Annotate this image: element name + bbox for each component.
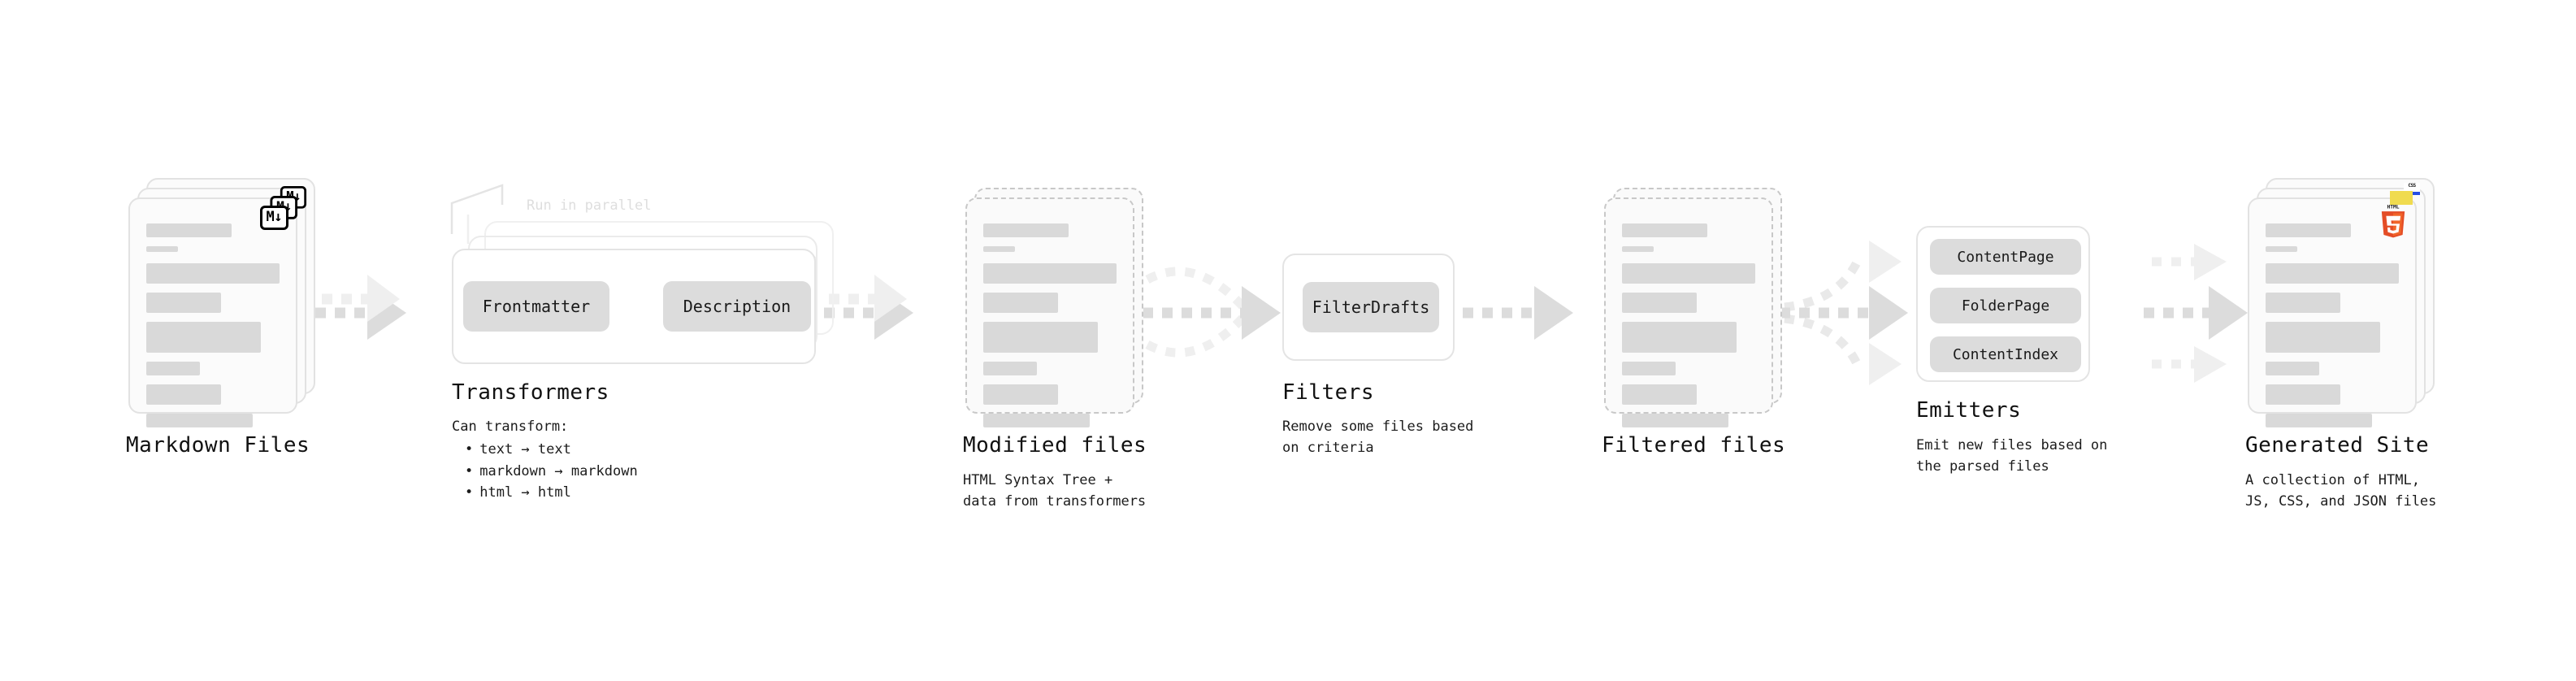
arrow-emitters-to-site: [2144, 244, 2248, 383]
transformer-pill-frontmatter[interactable]: Frontmatter: [463, 281, 609, 332]
filters-subtitle: Remove some files based on criteria: [1282, 419, 1474, 457]
generated-site-title: Generated Site: [2245, 433, 2430, 458]
modified-files-title: Modified files: [963, 433, 1147, 458]
transformers-bullet-item: text → text: [465, 439, 638, 460]
modified-skeleton: [983, 223, 1117, 436]
arrow-markdown-to-transformers: [315, 275, 406, 340]
transformers-bullet-item: markdown → markdown: [465, 461, 637, 482]
arrow-filters-to-filtered: [1463, 286, 1573, 340]
filtered-card-front: [1604, 197, 1773, 427]
modified-card-front: [965, 197, 1134, 427]
transformer-pill-description[interactable]: Description: [663, 281, 811, 332]
site-skeleton: [2266, 223, 2399, 436]
html5-icon: HTML: [2379, 203, 2407, 239]
markdown-files-title: Markdown Files: [126, 433, 310, 458]
markdown-skeleton: [146, 223, 280, 436]
modified-files-stack: [965, 188, 1143, 427]
generated-site-subtitle: A collection of HTML, JS, CSS, and JSON …: [2245, 472, 2437, 510]
site-card-front: HTML: [2248, 197, 2417, 427]
filtered-skeleton: [1622, 223, 1755, 436]
emitter-pill-folderpage[interactable]: FolderPage: [1930, 288, 2081, 323]
emitters-card: ContentPage FolderPage ContentIndex: [1916, 226, 2090, 382]
transformers-bullet-item: html → html: [465, 482, 638, 503]
run-in-parallel-label: Run in parallel: [527, 197, 652, 214]
arrow-modified-to-filters: [1143, 267, 1281, 358]
modified-files-subtitle: HTML Syntax Tree + data from transformer…: [963, 472, 1147, 510]
emitters-subtitle: Emit new files based on the parsed files: [1916, 437, 2108, 475]
filtered-files-title: Filtered files: [1602, 433, 1786, 458]
markdown-files-stack: M↓ M↓ M↓: [128, 178, 315, 427]
transformers-bullets-lead: Can transform:: [452, 419, 569, 435]
filters-card: FilterDrafts: [1282, 254, 1455, 361]
emitter-pill-contentpage[interactable]: ContentPage: [1930, 239, 2081, 275]
svg-text:HTML: HTML: [2387, 205, 2400, 210]
filtered-files-stack: [1604, 188, 1782, 427]
transformer-card-front: Frontmatter Description: [452, 249, 816, 364]
markdown-badge: M↓: [259, 206, 288, 230]
transformers-bullets: Can transform: text → text markdown → ma…: [452, 416, 638, 503]
emitters-title: Emitters: [1916, 398, 2022, 423]
arrow-filtered-to-emitters: [1780, 241, 1908, 385]
generated-site-stack: CSS HTML: [2248, 178, 2435, 427]
transformers-title: Transformers: [452, 380, 609, 405]
filter-pill-filterdrafts[interactable]: FilterDrafts: [1303, 282, 1439, 332]
js-badge: [2390, 191, 2413, 205]
transformers-group: Frontmatter Description: [452, 221, 834, 364]
markdown-card-front: M↓: [128, 197, 297, 427]
emitter-pill-contentindex[interactable]: ContentIndex: [1930, 336, 2081, 372]
filters-title: Filters: [1282, 380, 1375, 405]
arrow-transformers-to-modified: [824, 275, 913, 340]
